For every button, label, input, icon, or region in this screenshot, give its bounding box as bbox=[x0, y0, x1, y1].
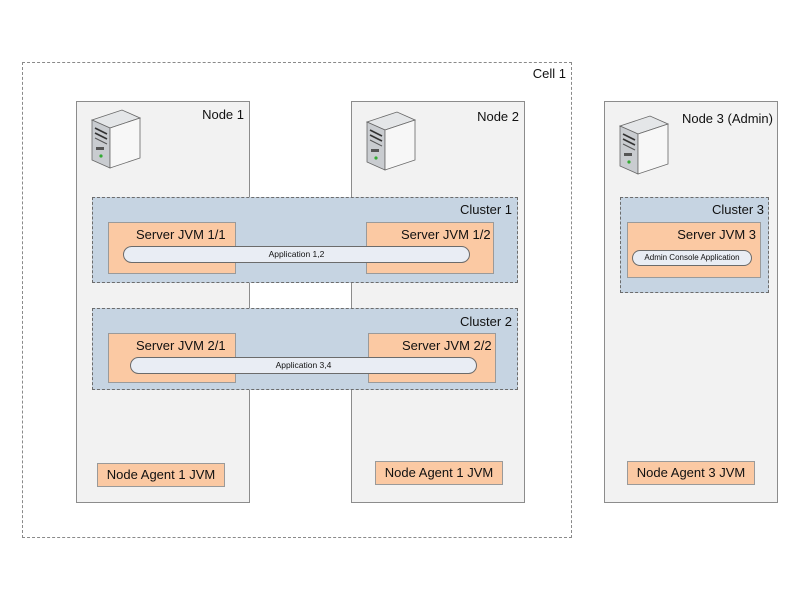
cluster-1-label: Cluster 1 bbox=[459, 202, 512, 217]
server-tower-icon bbox=[365, 111, 417, 171]
server-jvm-2-2-label: Server JVM 2/2 bbox=[402, 338, 492, 353]
server-jvm-1-2-label: Server JVM 1/2 bbox=[401, 227, 491, 242]
server-tower-icon bbox=[618, 115, 670, 175]
admin-console-application-bar: Admin Console Application bbox=[632, 250, 752, 266]
cell-boundary bbox=[22, 62, 572, 538]
cell-label: Cell 1 bbox=[532, 66, 566, 81]
cluster-3-label: Cluster 3 bbox=[711, 202, 764, 217]
server-tower-icon bbox=[90, 109, 142, 169]
server-jvm-1-1-label: Server JVM 1/1 bbox=[136, 227, 226, 242]
node-agent-3-jvm: Node Agent 3 JVM bbox=[627, 461, 755, 485]
node-agent-1-jvm: Node Agent 1 JVM bbox=[97, 463, 225, 487]
node-1-box bbox=[76, 101, 250, 503]
node-3-label: Node 3 (Admin) bbox=[681, 111, 773, 126]
node-1-label: Node 1 bbox=[202, 107, 244, 122]
server-jvm-3-label: Server JVM 3 bbox=[677, 227, 756, 242]
application-1-2-bar: Application 1,2 bbox=[123, 246, 470, 263]
node-agent-2-jvm: Node Agent 1 JVM bbox=[375, 461, 503, 485]
node-2-label: Node 2 bbox=[477, 109, 519, 124]
application-3-4-bar: Application 3,4 bbox=[130, 357, 477, 374]
server-jvm-2-1-label: Server JVM 2/1 bbox=[136, 338, 226, 353]
cluster-2-label: Cluster 2 bbox=[459, 314, 512, 329]
